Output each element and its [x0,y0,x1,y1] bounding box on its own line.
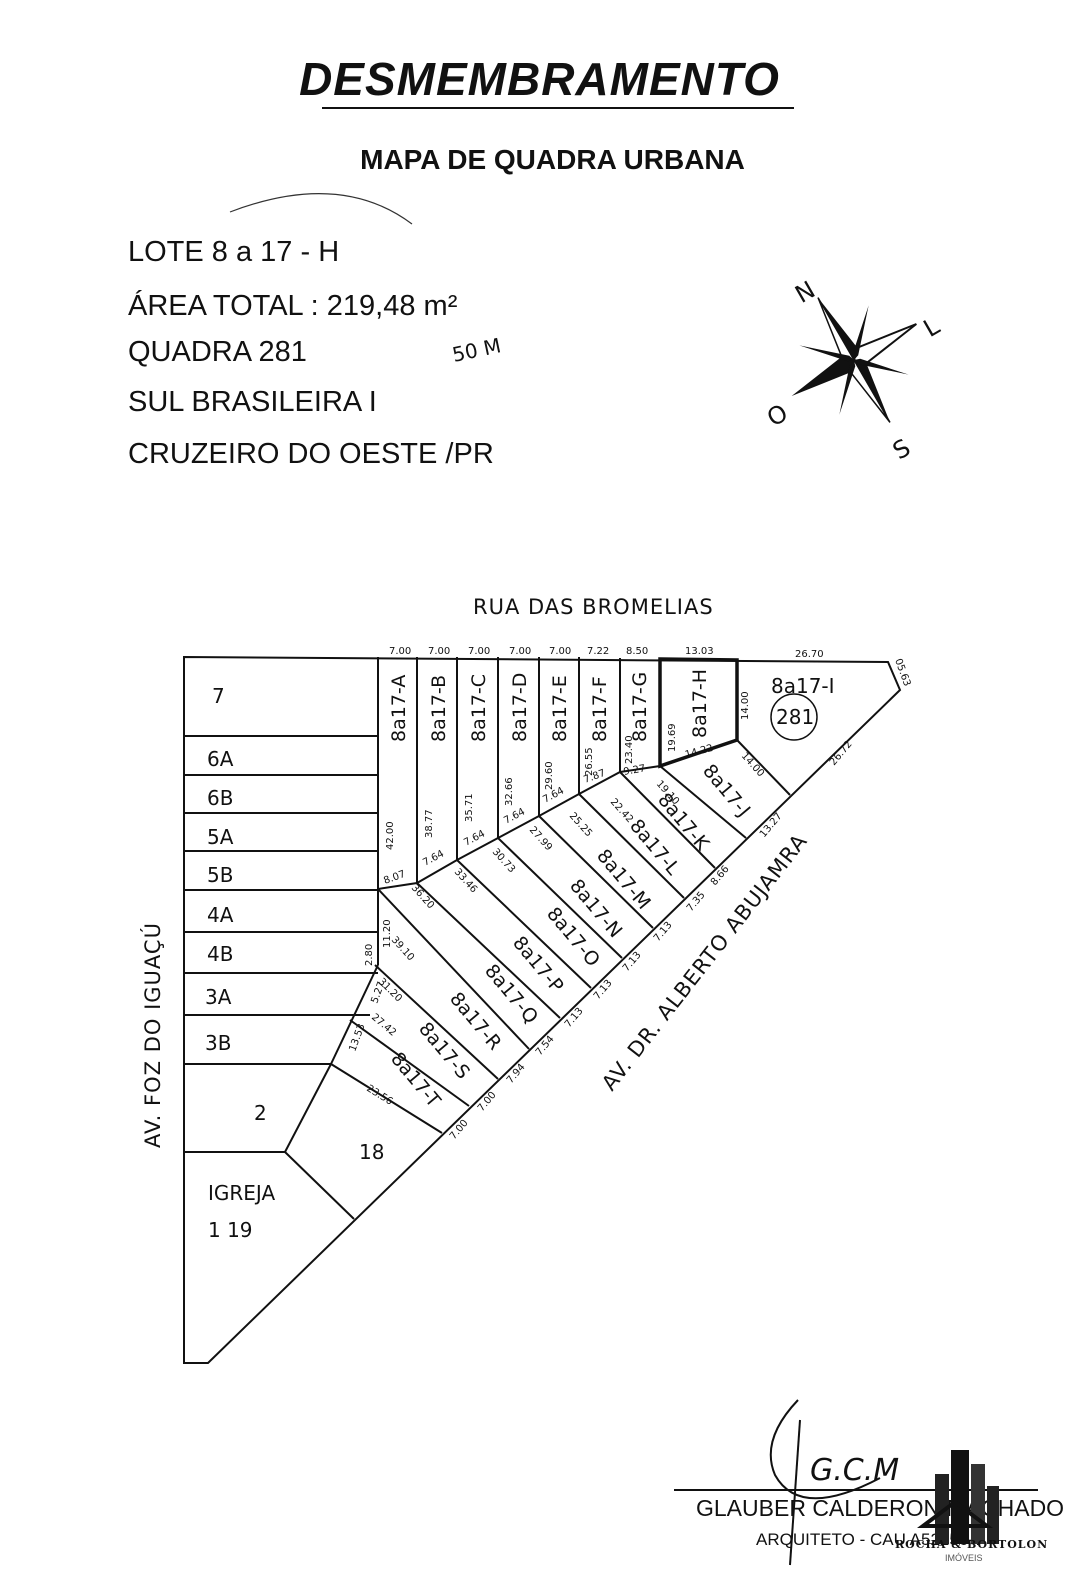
dim-top-b: 7.00 [428,646,450,657]
dim-front-q: 7.54 [534,1034,557,1058]
lot-a-label: 8a17-A [388,675,410,742]
lot-i-label: 8a17-I [771,674,835,698]
lot-h-label: 8a17-H [689,669,711,738]
dim-front-l: 7.35 [685,890,708,914]
dim-front-t: 7.00 [448,1118,471,1142]
dim-diag-m: 25.25 [567,811,594,840]
dim-misc-4: 13.53 [347,1022,367,1053]
info-bairro: SUL BRASILEIRA I [128,386,377,418]
block-number-circle [770,693,818,741]
dim-top-c: 7.00 [468,646,490,657]
lot-g-label: 8a17-G [629,672,651,742]
lot-6b-label: 6B [207,786,233,810]
lot-d-label: 8a17-D [509,673,531,742]
block-lines [183,655,902,1364]
dim-depth-e: 29.60 [544,761,555,790]
lot-3b-label: 3B [205,1031,231,1055]
dim-diag-18: 23.56 [364,1083,394,1108]
logo-subtitle: IMÓVEIS [945,1553,983,1563]
lot-j-label: 8a17-J [698,760,754,821]
dim-top-g: 8.50 [626,646,648,657]
dim-depth-i: 14.00 [740,691,751,720]
lot-f-label: 8a17-F [589,676,611,742]
lot-6a-label: 6A [207,747,234,771]
dim-front-k: 8.66 [709,864,732,888]
dim-depth-b: 38.77 [424,809,435,838]
dim-misc-1: 11.20 [382,919,393,948]
info-cidade: CRUZEIRO DO OESTE /PR [128,438,494,470]
dim-corner: 05.63 [892,657,912,688]
dim-depth-a: 42.00 [385,821,396,850]
title-underline [322,107,794,109]
decorative-arc [229,193,413,225]
dim-depth-d: 32.66 [504,777,515,806]
info-quadra: QUADRA 281 [128,336,307,368]
dim-front-n: 7.13 [621,950,644,974]
logo-name: ROCHA & BORTOLON [895,1538,1049,1551]
lot-2-label: 2 [254,1101,267,1125]
document-title: DESMEMBRAMENTO [299,53,780,105]
block-number: 281 [776,705,814,729]
lot-h-highlight [658,657,739,769]
lot-18-label: 18 [359,1140,384,1164]
dim-top-d: 7.00 [509,646,531,657]
lot-c-label: 8a17-C [468,674,490,742]
dim-top-a: 7.00 [389,646,411,657]
compass-east: L [919,312,945,343]
info-lote: LOTE 8 a 17 - H [128,236,340,268]
building-logo-icon [917,1450,999,1544]
compass-rose-icon [791,297,917,423]
dim-diag-o: 30.73 [490,847,517,876]
dim-top-h: 13.03 [685,646,714,657]
signature-initials: G.C.M [810,1453,899,1488]
signature-role: ARQUITETO - CAU A52256-7 [756,1530,984,1549]
dim-back-g: 9.27 [623,763,647,778]
dim-depth-h: 19.69 [667,723,678,752]
dim-front-m: 7.13 [652,920,675,944]
lot-4a-label: 4A [207,903,234,927]
igreja-lots-label: 1 19 [208,1218,253,1242]
document-subtitle: MAPA DE QUADRA URBANA [360,144,745,175]
dim-front-i: 26.72 [828,739,855,768]
igreja-label: IGREJA [208,1181,275,1205]
dim-diag-t: 27.42 [369,1012,398,1039]
dim-depth-g: 23.40 [624,735,635,764]
dim-depth-f: 26.55 [584,747,595,776]
lot-7-label: 7 [212,684,225,708]
dim-depth-c: 35.71 [464,793,475,822]
signature-name: GLAUBER CALDERON MACHADO [696,1495,1065,1521]
dim-diag-n: 27.99 [527,825,554,854]
dim-back-h: 14.22 [684,743,715,761]
dim-back-b: 7.64 [421,848,446,868]
signature-line [674,1489,1038,1491]
info-area: ÁREA TOTAL : 219,48 m² [128,290,458,322]
dim-front-s: 7.00 [476,1090,499,1114]
street-left: AV. FOZ DO IGUAÇÚ [140,922,165,1148]
dim-front-o: 7.13 [592,978,615,1002]
dim-top-e: 7.00 [549,646,571,657]
street-top: RUA DAS BROMELIAS [473,595,714,619]
dim-front-p: 7.13 [563,1006,586,1030]
compass-south: S [888,433,915,465]
lot-4b-label: 4B [207,942,233,966]
signature-scribble [769,1399,881,1566]
lot-3a-label: 3A [205,985,232,1009]
dim-diag-l: 22.42 [608,797,635,826]
lot-5b-label: 5B [207,863,233,887]
compass-north: N [790,276,820,309]
lot-e-label: 8a17-E [549,675,571,742]
lot-b-label: 8a17-B [428,675,450,742]
dim-diag-p: 33.46 [452,867,479,896]
lot-5a-label: 5A [207,825,234,849]
dim-top-i: 26.70 [795,649,824,660]
dim-misc-2: 2.80 [364,944,375,966]
dim-front-r: 7.94 [505,1062,528,1086]
compass-west: O [762,399,792,433]
dim-top-f: 7.22 [587,646,609,657]
